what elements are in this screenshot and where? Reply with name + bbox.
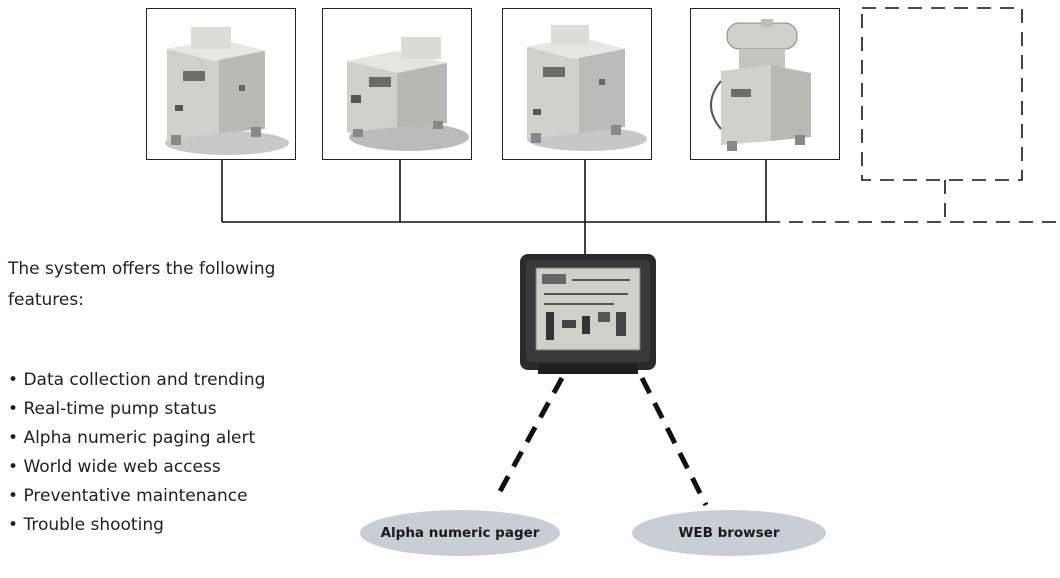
pump-3-frame bbox=[502, 8, 652, 160]
pump-4-frame bbox=[690, 8, 840, 160]
wireless-link-browser bbox=[639, 376, 709, 507]
pager-endpoint: Alpha numeric pager bbox=[360, 510, 560, 556]
vacuum-pump-icon bbox=[165, 27, 289, 155]
computer-monitor-icon bbox=[520, 254, 656, 374]
feature-item: World wide web access bbox=[8, 453, 338, 482]
feature-list: Data collection and trending Real-time p… bbox=[8, 366, 338, 540]
pager-label: Alpha numeric pager bbox=[380, 525, 540, 541]
vacuum-pump-icon bbox=[347, 37, 469, 151]
feature-item: Alpha numeric paging alert bbox=[8, 424, 338, 453]
feature-item: Data collection and trending bbox=[8, 366, 338, 395]
wireless-link-pager bbox=[495, 376, 565, 497]
vacuum-pump-with-booster-icon bbox=[710, 19, 811, 151]
intro-text: The system offers the following features… bbox=[8, 259, 276, 310]
vacuum-pump-icon bbox=[527, 25, 647, 151]
browser-label: WEB browser bbox=[678, 525, 780, 541]
pump-1-frame bbox=[146, 8, 296, 160]
feature-item: Preventative maintenance bbox=[8, 482, 338, 511]
pump-2-frame bbox=[322, 8, 472, 160]
future-pump-slot bbox=[861, 7, 1023, 181]
monitoring-computer bbox=[518, 250, 658, 384]
browser-endpoint: WEB browser bbox=[632, 510, 826, 556]
feature-item: Trouble shooting bbox=[8, 511, 338, 540]
feature-item: Real-time pump status bbox=[8, 395, 338, 424]
